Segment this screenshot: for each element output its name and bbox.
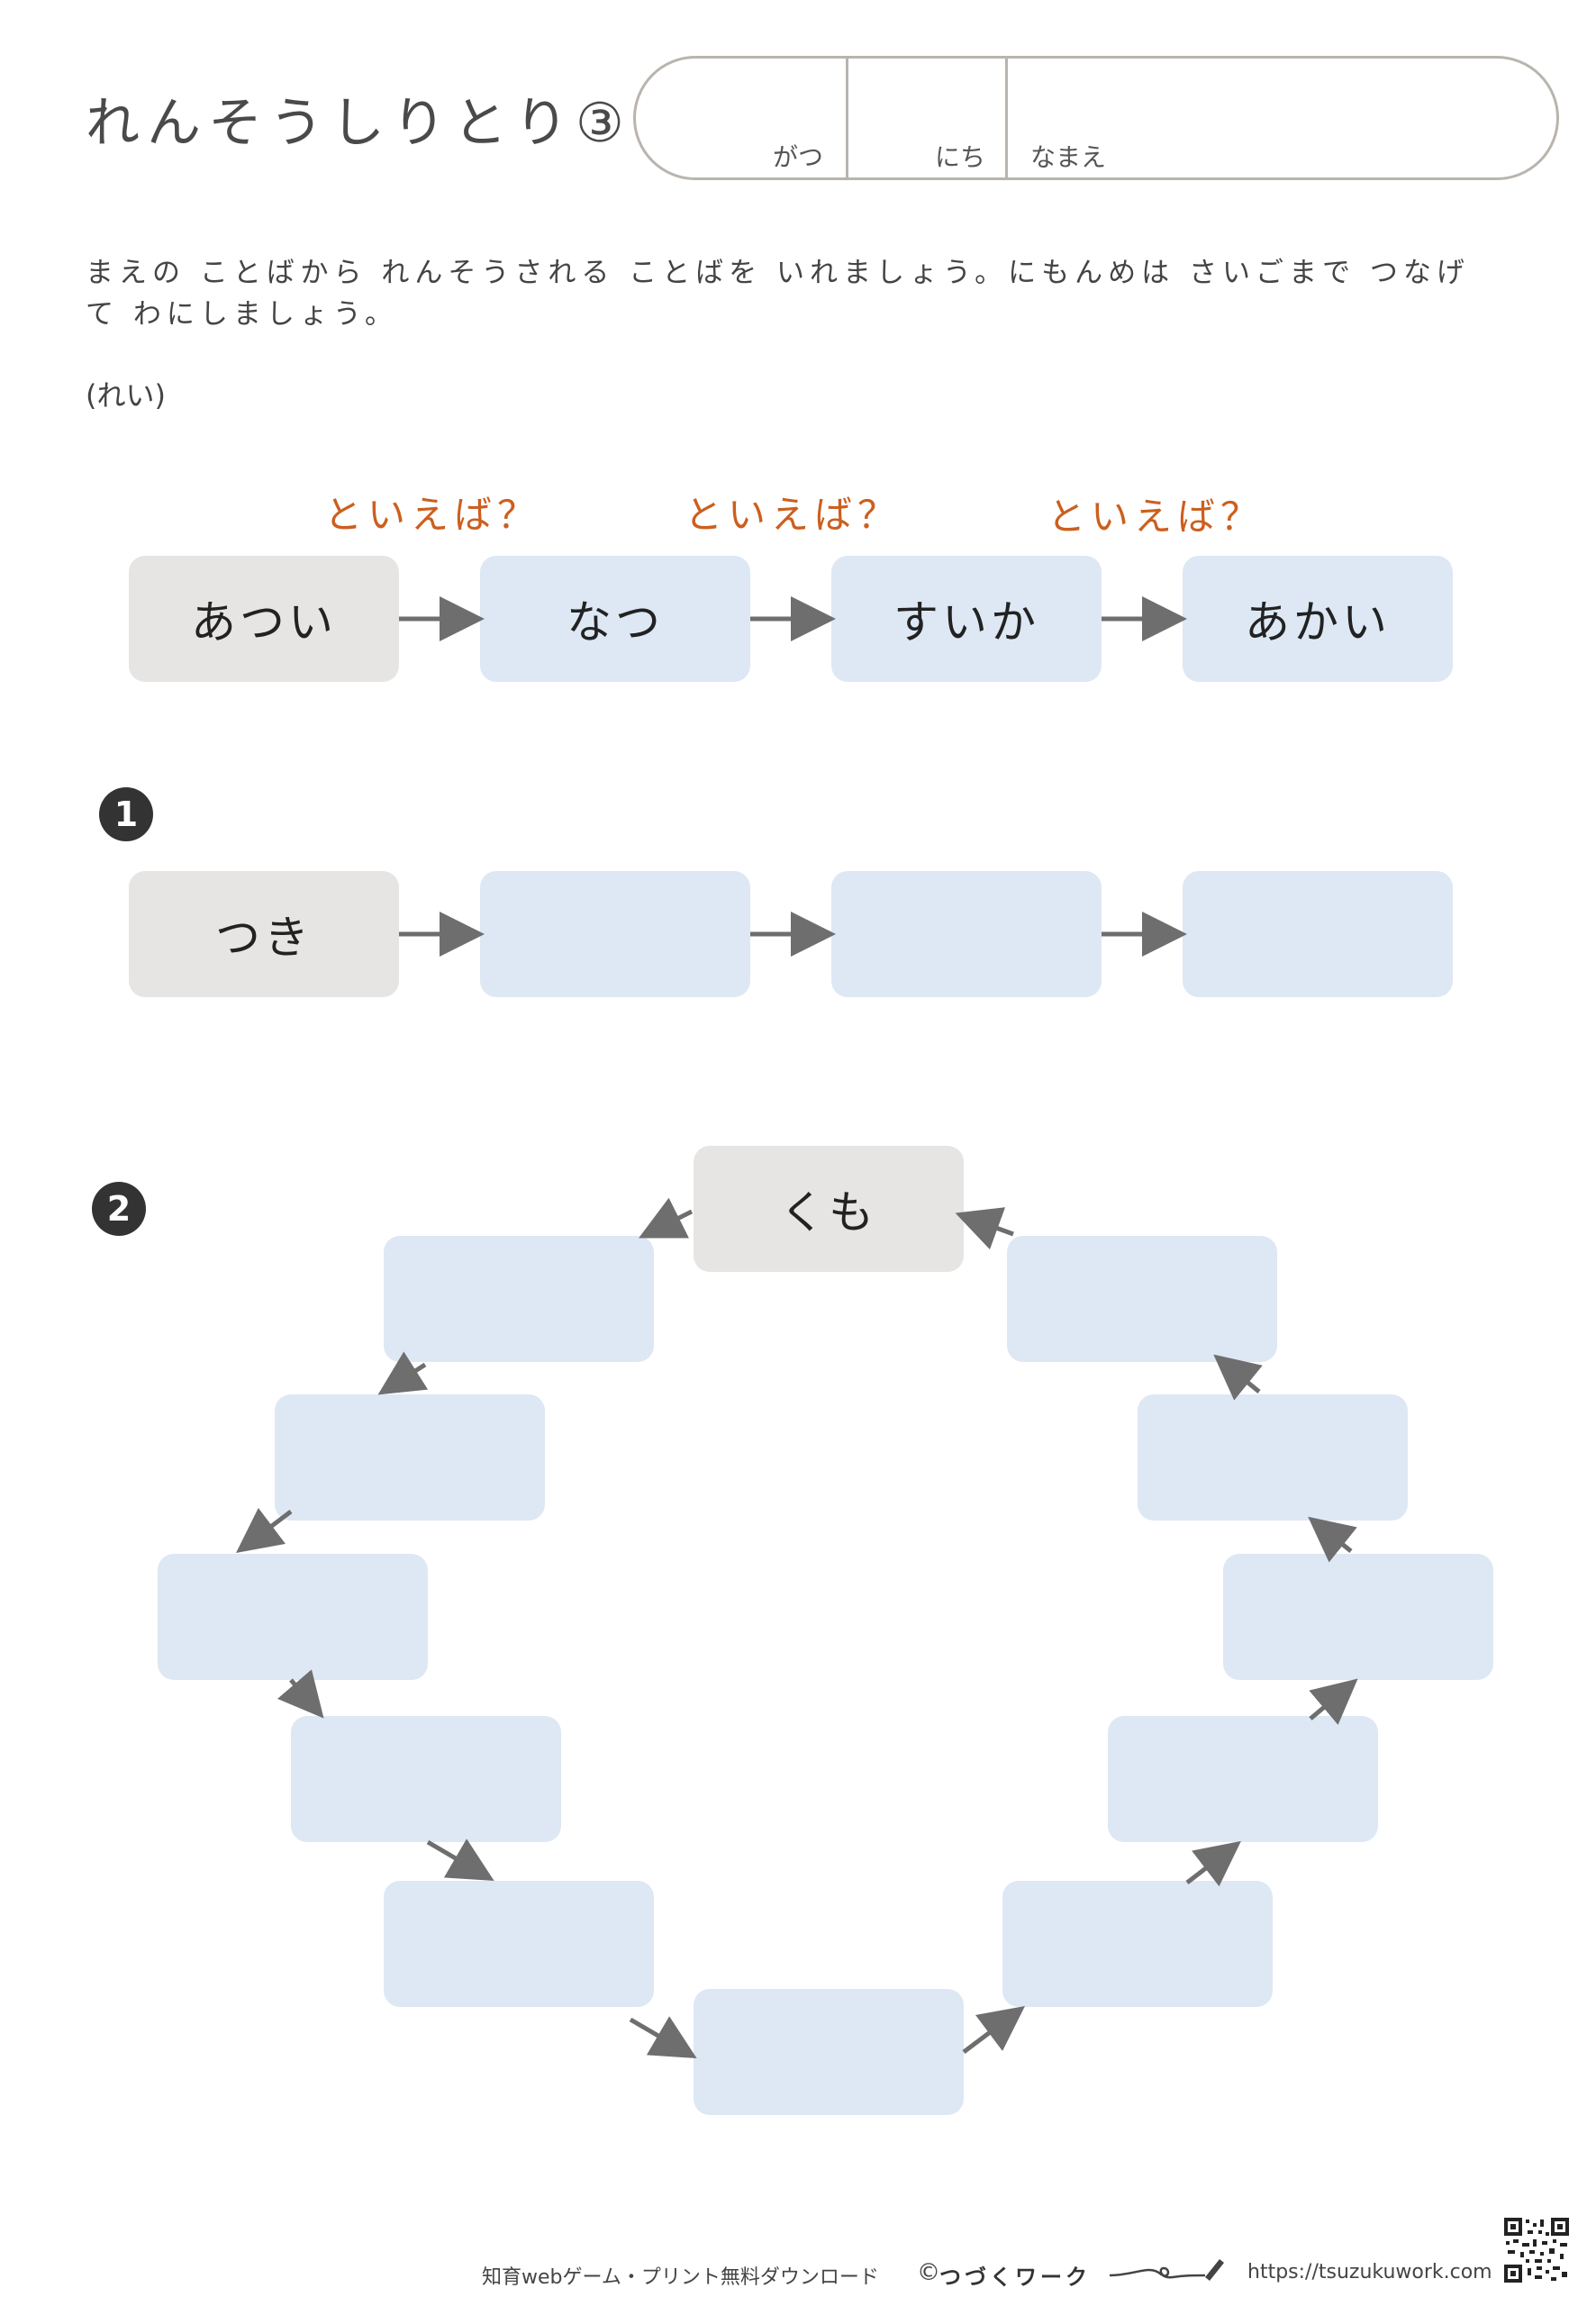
page-title: れんそうしりとり③ bbox=[86, 92, 631, 155]
q2-answer-box[interactable] bbox=[291, 1716, 561, 1842]
example-word-box: あつい bbox=[129, 556, 399, 682]
arrow-icon bbox=[1309, 1678, 1358, 1725]
name-label: なまえ bbox=[1030, 142, 1107, 172]
copyright: © bbox=[917, 2259, 940, 2286]
arrow-icon bbox=[277, 1669, 324, 1719]
example-word-box: あかい bbox=[1183, 556, 1453, 682]
q2-start-word: くも bbox=[694, 1146, 964, 1272]
arrow-icon bbox=[629, 2016, 697, 2059]
q2-answer-box[interactable] bbox=[1138, 1394, 1408, 1521]
q2-answer-box[interactable] bbox=[694, 1989, 964, 2115]
q2-answer-box[interactable] bbox=[384, 1881, 654, 2007]
q2-answer-box[interactable] bbox=[1223, 1554, 1493, 1680]
example-word-box: すいか bbox=[831, 556, 1102, 682]
example-tag: (れい) bbox=[86, 378, 166, 413]
q1-start-word: つき bbox=[129, 871, 399, 997]
q2-answer-box[interactable] bbox=[158, 1554, 428, 1680]
arrow-icon bbox=[426, 1838, 494, 1882]
q1-answer-box[interactable] bbox=[480, 871, 750, 997]
prompt-text: といえば？ bbox=[685, 493, 902, 537]
arrow-icon bbox=[236, 1507, 293, 1554]
instructions: まえの ことばから れんそうされる ことばを いれましょう。にもんめは さいごま… bbox=[86, 257, 1470, 331]
q2-answer-box[interactable] bbox=[275, 1394, 545, 1521]
q2-answer-box[interactable] bbox=[1007, 1236, 1277, 1362]
website-url[interactable]: https://tsuzukuwork.com bbox=[1247, 2261, 1492, 2283]
q1-answer-box[interactable] bbox=[831, 871, 1102, 997]
example-word-box: なつ bbox=[480, 556, 750, 682]
arrow-icon bbox=[1308, 1516, 1357, 1563]
divider bbox=[1005, 59, 1008, 177]
q2-answer-box[interactable] bbox=[384, 1236, 654, 1362]
brand-logo: つづくワーク bbox=[939, 2265, 1091, 2290]
arrow-icon bbox=[955, 1207, 1014, 1250]
arrow-icon bbox=[639, 1197, 694, 1239]
qr-code-icon bbox=[1504, 2218, 1569, 2283]
question-number-1: 1 bbox=[99, 787, 153, 841]
pencil-icon bbox=[1109, 2259, 1224, 2281]
q1-answer-box[interactable] bbox=[1183, 871, 1453, 997]
q2-answer-box[interactable] bbox=[1108, 1716, 1378, 1842]
footer-text: 知育webゲーム・プリント無料ダウンロード bbox=[482, 2266, 879, 2289]
name-date-box: がつ にち なまえ bbox=[633, 56, 1559, 180]
day-label: にち bbox=[935, 142, 986, 172]
arrow-icon bbox=[377, 1351, 429, 1395]
month-label: がつ bbox=[773, 142, 824, 172]
prompt-text: といえば？ bbox=[324, 493, 541, 537]
q2-answer-box[interactable] bbox=[1002, 1881, 1273, 2007]
prompt-text: といえば？ bbox=[1047, 495, 1265, 539]
arrow-icon bbox=[1213, 1354, 1263, 1401]
divider bbox=[846, 59, 848, 177]
question-number-2: 2 bbox=[92, 1182, 146, 1236]
arrow-icon bbox=[1185, 1840, 1241, 1887]
arrow-icon bbox=[962, 2006, 1025, 2054]
